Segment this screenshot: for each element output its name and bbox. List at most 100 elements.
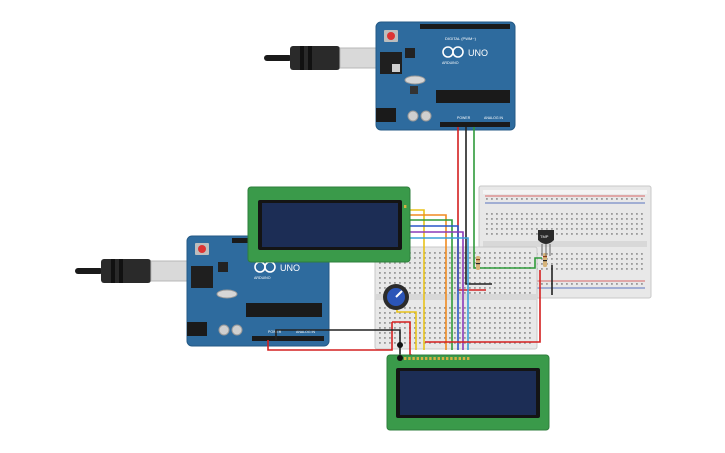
breadboard-hole <box>454 277 456 279</box>
breadboard-hole <box>439 342 441 344</box>
breadboard-hole <box>611 258 613 260</box>
breadboard-hole <box>524 332 526 334</box>
breadboard-hole <box>469 317 471 319</box>
breadboard-hole <box>429 257 431 259</box>
breadboard-hole <box>616 233 618 235</box>
breadboard-hole <box>524 252 526 254</box>
breadboard-middle[interactable] <box>374 246 538 350</box>
breadboard-hole <box>414 307 416 309</box>
breadboard-hole <box>384 322 386 324</box>
breadboard-hole <box>631 228 633 230</box>
breadboard-hole <box>519 287 521 289</box>
breadboard-hole <box>596 283 598 285</box>
wire-lightblue-lcd[interactable] <box>410 237 469 350</box>
breadboard-hole <box>489 272 491 274</box>
breadboard-hole <box>384 272 386 274</box>
breadboard-hole <box>606 253 608 255</box>
breadboard-hole <box>524 307 526 309</box>
breadboard-hole <box>576 223 578 225</box>
breadboard-hole <box>434 267 436 269</box>
breadboard-hole <box>399 282 401 284</box>
breadboard-hole <box>524 322 526 324</box>
lcd-display-bottom[interactable] <box>386 354 550 431</box>
breadboard-hole <box>474 277 476 279</box>
breadboard-hole <box>514 312 516 314</box>
potentiometer[interactable] <box>383 284 409 310</box>
breadboard-hole <box>519 272 521 274</box>
breadboard-hole <box>414 312 416 314</box>
temperature-sensor[interactable]: TMP <box>538 230 554 256</box>
breadboard-hole <box>489 257 491 259</box>
breadboard-hole <box>389 342 391 344</box>
breadboard-hole <box>486 213 488 215</box>
usb-cable-top[interactable] <box>264 46 377 70</box>
breadboard-hole <box>621 218 623 220</box>
breadboard-hole <box>636 258 638 260</box>
breadboard-hole <box>399 277 401 279</box>
wire-orange-lcd[interactable] <box>410 214 447 350</box>
resistor-2[interactable] <box>543 253 547 267</box>
breadboard-hole <box>444 257 446 259</box>
breadboard-hole <box>499 292 501 294</box>
breadboard-hole <box>434 262 436 264</box>
breadboard-hole <box>474 262 476 264</box>
breadboard-hole <box>536 233 538 235</box>
breadboard-hole <box>449 332 451 334</box>
breadboard-hole <box>474 337 476 339</box>
wire-green-lcd[interactable] <box>410 219 453 350</box>
breadboard-hole <box>429 332 431 334</box>
breadboard-hole <box>469 277 471 279</box>
breadboard-hole <box>529 287 531 289</box>
breadboard-hole <box>424 262 426 264</box>
breadboard-hole <box>586 223 588 225</box>
breadboard-hole <box>536 223 538 225</box>
usb-cable-bottom[interactable] <box>75 259 188 283</box>
breadboard-hole <box>524 287 526 289</box>
breadboard-hole <box>509 327 511 329</box>
breadboard-hole <box>576 268 578 270</box>
breadboard-hole <box>566 268 568 270</box>
breadboard-hole <box>489 307 491 309</box>
breadboard-hole <box>399 312 401 314</box>
wire-purple-lcd[interactable] <box>410 231 464 350</box>
breadboard-hole <box>494 312 496 314</box>
breadboard-hole <box>519 292 521 294</box>
breadboard-hole <box>484 257 486 259</box>
breadboard-hole <box>516 218 518 220</box>
breadboard-hole <box>581 218 583 220</box>
wire-black-top[interactable] <box>465 127 492 285</box>
breadboard-hole <box>384 267 386 269</box>
wire-blue-lcd[interactable] <box>410 225 459 350</box>
lcd-pin <box>404 205 407 208</box>
breadboard-hole <box>469 257 471 259</box>
breadboard-hole <box>494 332 496 334</box>
breadboard-hole <box>626 268 628 270</box>
wire-black-bottom[interactable] <box>275 329 398 340</box>
breadboard-hole <box>551 198 553 200</box>
breadboard-hole <box>504 282 506 284</box>
breadboard-hole <box>566 223 568 225</box>
wire-green-top[interactable] <box>473 127 542 269</box>
breadboard-hole <box>414 342 416 344</box>
breadboard-hole <box>424 252 426 254</box>
breadboard-hole <box>469 307 471 309</box>
breadboard-hole <box>586 213 588 215</box>
breadboard-hole <box>449 277 451 279</box>
breadboard-hole <box>566 233 568 235</box>
breadboard-hole <box>591 213 593 215</box>
wire-red-bottom[interactable] <box>267 322 393 351</box>
breadboard-hole <box>524 312 526 314</box>
arduino-uno-top[interactable]: DIGITAL (PWM~) UNO ARDUINO POWER ANALOG … <box>375 21 516 131</box>
breadboard-hole <box>389 262 391 264</box>
wire-red-right[interactable] <box>425 270 541 343</box>
breadboard-hole <box>469 282 471 284</box>
lcd-display-top[interactable] <box>247 186 411 263</box>
breadboard-hole <box>394 317 396 319</box>
wire-yellow-lcd[interactable] <box>410 209 425 350</box>
breadboard-hole <box>596 268 598 270</box>
breadboard-hole <box>494 337 496 339</box>
breadboard-hole <box>556 213 558 215</box>
resistor-1[interactable] <box>476 256 480 270</box>
breadboard-hole <box>449 292 451 294</box>
breadboard-hole <box>581 258 583 260</box>
